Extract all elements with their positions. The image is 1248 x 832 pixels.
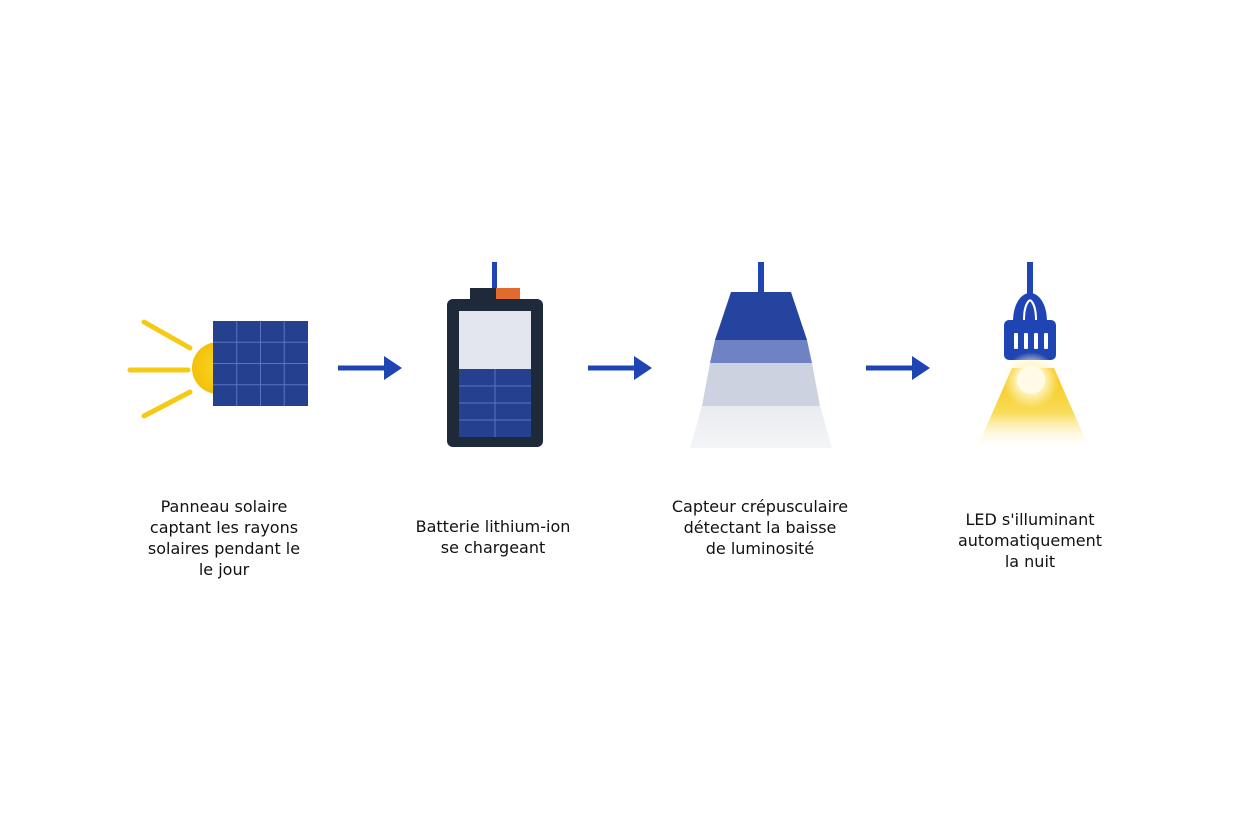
- sensor-band-1: [715, 292, 807, 340]
- step-label-line: Panneau solaire: [160, 497, 288, 516]
- step-label-line: solaires pendant le: [147, 539, 301, 558]
- step-label-led-lamp: LED s'illuminant automatiquement la nuit: [920, 509, 1140, 572]
- battery-empty: [459, 311, 531, 369]
- sun-rays: [127, 319, 193, 419]
- step-label-line: de luminosité: [705, 539, 815, 558]
- step-label-light-sensor: Capteur crépusculaire détectant la baiss…: [650, 496, 870, 559]
- battery-lead: [492, 262, 497, 292]
- lamp-socket: [1004, 320, 1056, 360]
- step-label-line: automatiquement: [957, 531, 1103, 550]
- step-label-battery: Batterie lithium-ion se chargeant: [383, 516, 603, 558]
- lamp-cord: [1027, 262, 1033, 294]
- sensor-band-4: [690, 406, 832, 448]
- battery-terminal: [496, 288, 520, 301]
- step-label-line: le jour: [198, 560, 250, 579]
- battery-icon: [447, 262, 543, 447]
- arrow-right-icon: [588, 356, 652, 380]
- bulb: [1017, 366, 1045, 394]
- step-label-line: Batterie lithium-ion: [415, 517, 571, 536]
- sensor-lead: [758, 262, 764, 294]
- solar-panel-grid: [213, 321, 308, 406]
- arrow-right-icon: [866, 356, 930, 380]
- step-label-line: LED s'illuminant: [965, 510, 1095, 529]
- step-label-line: la nuit: [1004, 552, 1056, 571]
- sensor-band-3: [702, 363, 820, 406]
- step-label-solar-panel: Panneau solaire captant les rayons solai…: [114, 496, 334, 580]
- lamp-cap: [1013, 293, 1047, 322]
- arrow-right-icon: [338, 356, 402, 380]
- step-label-line: Capteur crépusculaire: [671, 497, 849, 516]
- solar-panel-icon: [127, 319, 308, 419]
- sensor-band-2: [710, 340, 812, 363]
- led-lamp-icon: [976, 262, 1090, 450]
- step-label-line: captant les rayons: [149, 518, 299, 537]
- step-label-line: détectant la baisse: [683, 518, 837, 537]
- step-label-line: se chargeant: [440, 538, 546, 557]
- light-sensor-icon: [690, 262, 832, 448]
